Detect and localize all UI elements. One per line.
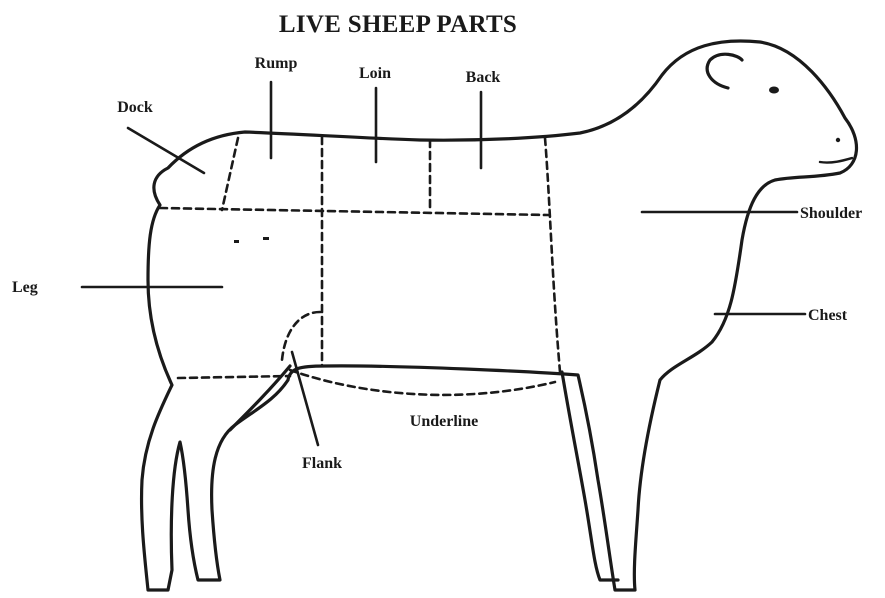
speck-1 <box>234 240 239 243</box>
section-line-flank <box>282 312 320 360</box>
label-dock: Dock <box>117 99 153 116</box>
label-leg: Leg <box>12 279 38 296</box>
section-line-back-shoulder <box>545 138 560 372</box>
label-chest: Chest <box>808 307 848 324</box>
label-underline: Underline <box>410 413 478 430</box>
section-line-underline <box>290 370 555 395</box>
sheep-body-outline <box>142 41 857 590</box>
sheep-nostril <box>836 138 840 142</box>
sheep-mouth <box>820 158 852 163</box>
section-line-upper-horizontal <box>160 208 548 215</box>
label-rump: Rump <box>255 55 298 72</box>
label-back: Back <box>466 69 501 86</box>
speck-2 <box>263 237 269 240</box>
label-shoulder: Shoulder <box>800 205 862 222</box>
section-line-lower-horizontal <box>178 376 290 378</box>
label-flank: Flank <box>302 455 342 472</box>
leader-dock <box>128 128 204 173</box>
section-line-rump-front <box>222 138 238 210</box>
sheep-eye <box>769 87 779 94</box>
diagram-title: LIVE SHEEP PARTS <box>279 11 517 38</box>
label-loin: Loin <box>359 65 391 82</box>
sheep-ear <box>707 54 742 88</box>
